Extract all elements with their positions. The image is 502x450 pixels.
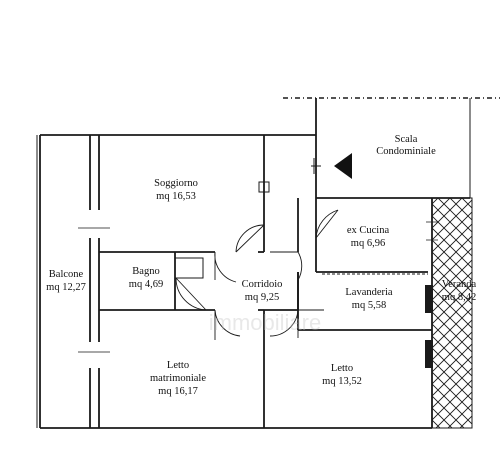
scala-area-label: Condominiale <box>376 146 436 157</box>
entrance-arrow-icon <box>334 153 352 179</box>
letto-area-label: mq 13,52 <box>322 376 362 387</box>
letto-matrimoniale-area-label: mq 16,17 <box>158 386 198 397</box>
room-labels: Scala Condominiale Soggiorno mq 16,53 ex… <box>46 134 476 397</box>
balcone-wall <box>78 135 110 428</box>
interior-walls <box>99 135 438 428</box>
bagno-label: Bagno <box>132 266 159 277</box>
bagno-area-label: mq 4,69 <box>129 279 163 290</box>
scala-label: Scala <box>395 134 418 145</box>
veranda-label: Veranda <box>442 279 477 290</box>
door-swings <box>175 209 339 340</box>
cucina-label: ex Cucina <box>347 225 390 236</box>
letto-label: Letto <box>331 363 353 374</box>
veranda-hatch <box>431 197 473 429</box>
watermark: immobiliare <box>209 310 321 335</box>
soggiorno-label: Soggiorno <box>154 178 198 189</box>
balcone-area-label: mq 12,27 <box>46 282 86 293</box>
entrance-marker <box>311 158 321 174</box>
veranda-area-label: mq 8,42 <box>442 292 476 303</box>
letto-matrimoniale-label: Letto <box>167 360 189 371</box>
cucina-area-label: mq 6,96 <box>351 238 385 249</box>
soggiorno-area-label: mq 16,53 <box>156 191 196 202</box>
corridoio-area-label: mq 9,25 <box>245 292 279 303</box>
lavanderia-label: Lavanderia <box>345 287 393 298</box>
veranda-window-1 <box>425 285 433 313</box>
veranda-window-2 <box>425 340 433 368</box>
letto-matrimoniale-label-2: matrimoniale <box>150 373 206 384</box>
corridoio-label: Corridoio <box>242 279 283 290</box>
lavanderia-area-label: mq 5,58 <box>352 300 386 311</box>
balcone-label: Balcone <box>49 269 84 280</box>
